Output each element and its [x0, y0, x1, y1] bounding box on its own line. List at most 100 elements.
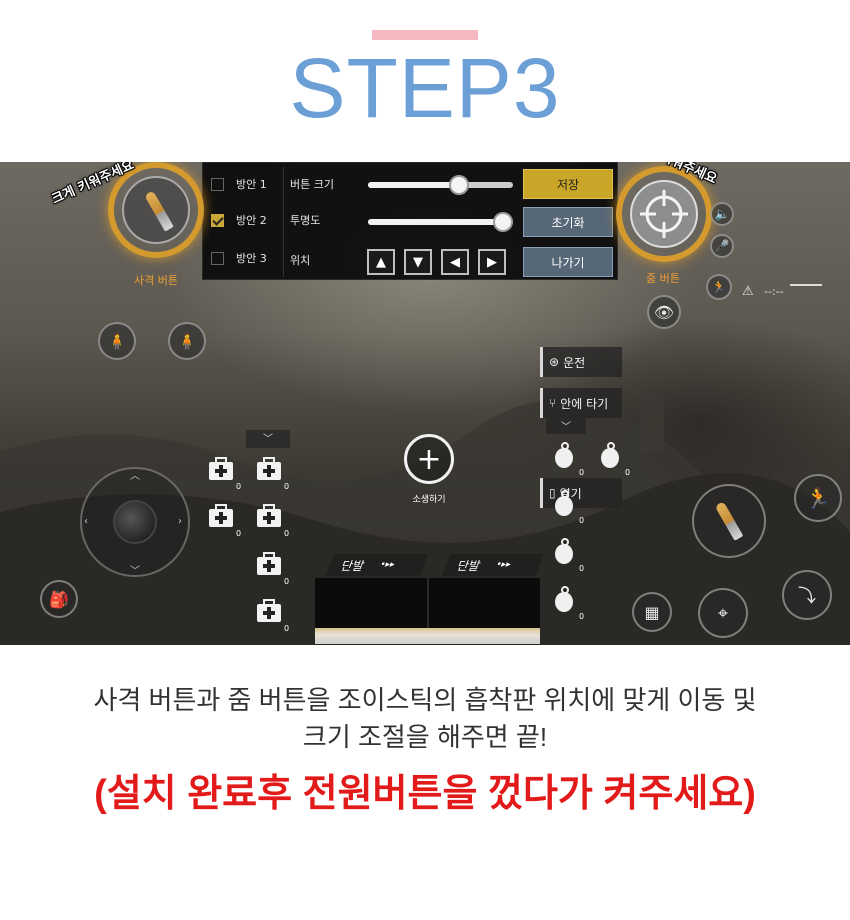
- bullet-icon: [144, 190, 174, 232]
- grenade-icon[interactable]: [597, 442, 623, 470]
- scheme-2-checkbox[interactable]: [211, 213, 224, 227]
- drive-action[interactable]: ⊛ 운전: [540, 347, 622, 377]
- weapon-slot-bar: [315, 628, 540, 644]
- right-fire-button[interactable]: [692, 484, 766, 558]
- scheme-row-2[interactable]: 방안 2: [211, 208, 267, 232]
- grenade-count: 0: [579, 564, 585, 573]
- grenade-count: 0: [579, 516, 585, 525]
- scheme-1-label: 방안 1: [236, 178, 267, 191]
- status-line: [790, 284, 822, 286]
- move-left-button[interactable]: ◀: [441, 249, 469, 275]
- enter-vehicle-action[interactable]: ⑂ 안에 타기: [540, 388, 622, 418]
- open-door-action[interactable]: ▯ 열기: [540, 478, 622, 508]
- enter-vehicle-label: 안에 타기: [560, 396, 609, 411]
- grenade-icon[interactable]: [551, 538, 577, 566]
- step-title: STEP3: [289, 41, 561, 135]
- medkit-icon[interactable]: [201, 499, 239, 535]
- button-size-slider-fill: [368, 182, 460, 188]
- move-up-button[interactable]: ▲: [367, 249, 395, 275]
- position-label: 위치: [290, 254, 311, 267]
- medkit-count: 0: [284, 577, 290, 586]
- seat-icon: ⑂: [549, 396, 557, 410]
- joystick-knob[interactable]: [113, 500, 157, 544]
- drive-action-label: 운전: [563, 355, 586, 370]
- scheme-3-checkbox[interactable]: [211, 251, 224, 265]
- save-button[interactable]: 저장: [523, 169, 613, 199]
- opacity-label: 투명도: [290, 214, 321, 227]
- medkit-icon[interactable]: [249, 499, 287, 535]
- zoom-button-label: 줌 버튼: [646, 272, 680, 285]
- weapon-slot-right[interactable]: [429, 578, 540, 628]
- medkit-count: 0: [284, 482, 290, 491]
- grenade-count: 0: [625, 468, 631, 477]
- fire-button[interactable]: [108, 162, 204, 258]
- move-right-button[interactable]: ▶: [478, 249, 506, 275]
- bullet-icon: [714, 501, 744, 541]
- opacity-slider[interactable]: [368, 212, 513, 232]
- medkit-expand-chevron-icon[interactable]: ﹀: [246, 430, 290, 448]
- speaker-icon[interactable]: 🔈: [710, 202, 734, 226]
- medkit-icon[interactable]: [249, 452, 287, 488]
- button-size-slider[interactable]: [368, 175, 513, 195]
- movement-joystick[interactable]: [80, 467, 190, 577]
- medkit-icon[interactable]: [249, 547, 287, 583]
- button-size-label: 버튼 크기: [290, 178, 334, 191]
- fire-mode-right[interactable]: 단발 •▸▸: [441, 554, 545, 576]
- prone-icon[interactable]: ⤵: [782, 570, 832, 620]
- fire-button-label: 사격 버튼: [134, 274, 178, 287]
- exit-button[interactable]: 나가기: [523, 247, 613, 277]
- opacity-slider-fill: [368, 219, 503, 225]
- eye-icon[interactable]: 👁: [647, 295, 681, 329]
- warning-icon: ⚠: [742, 284, 754, 299]
- scheme-row-1[interactable]: 방안 1: [211, 172, 267, 196]
- grenade-expand-chevron-icon[interactable]: ﹀: [546, 418, 586, 434]
- bullet-arrow-icon: •▸▸: [378, 560, 397, 570]
- bullet-arrow-icon: •▸▸: [494, 560, 513, 570]
- grenade-icon[interactable]: [551, 442, 577, 470]
- medkit-count: 0: [284, 624, 290, 633]
- fire-mode-left-label: 단발: [339, 558, 367, 573]
- caption-line-2: 크기 조절을 해주면 끝!: [302, 722, 548, 752]
- microphone-icon[interactable]: 🎤: [710, 234, 734, 258]
- joystick-down-chevron-icon: ﹀: [130, 566, 140, 577]
- lean-right-icon[interactable]: 🧍: [168, 322, 206, 360]
- opacity-slider-knob[interactable]: [492, 212, 513, 232]
- zoom-button-inner: [630, 180, 698, 248]
- zoom-button[interactable]: [616, 166, 712, 262]
- backpack-icon[interactable]: 🎒: [40, 580, 78, 618]
- medkit-count: 0: [236, 482, 242, 491]
- revive-plus-icon[interactable]: +: [404, 434, 454, 484]
- medkit-count: 0: [236, 529, 242, 538]
- medkit-icon[interactable]: [201, 452, 239, 488]
- revive-label: 소생하기: [412, 495, 446, 505]
- medkit-icon[interactable]: [249, 594, 287, 630]
- grenade-count: 0: [579, 612, 585, 621]
- joystick-up-chevron-icon: ︿: [130, 471, 140, 482]
- button-size-slider-knob[interactable]: [449, 175, 470, 195]
- fire-mode-left[interactable]: 단발 •▸▸: [325, 554, 429, 576]
- restart-warning: (설치 완료후 전원버튼을 껐다가 켜주세요): [94, 773, 756, 815]
- reload-icon[interactable]: ▦: [632, 592, 672, 632]
- grenade-icon[interactable]: [551, 490, 577, 518]
- steering-wheel-icon: ⊛: [549, 355, 560, 369]
- reset-button[interactable]: 초기화: [523, 207, 613, 237]
- move-down-button[interactable]: ▼: [404, 249, 432, 275]
- scheme-3-label: 방안 3: [236, 252, 267, 265]
- crouch-icon[interactable]: 🏃: [794, 474, 842, 522]
- scheme-2-label: 방안 2: [236, 214, 267, 227]
- crosshair-icon: [640, 190, 688, 238]
- weapon-slot-left[interactable]: [315, 578, 427, 628]
- joystick-right-chevron-icon: ›: [178, 516, 182, 527]
- door-icon: ▯: [549, 486, 556, 500]
- scheme-row-3[interactable]: 방안 3: [211, 246, 267, 270]
- scheme-1-checkbox[interactable]: [211, 177, 224, 191]
- joystick-left-chevron-icon: ‹: [84, 516, 88, 527]
- sprint-icon[interactable]: 🏃: [706, 274, 732, 300]
- fire-mode-right-label: 단발: [455, 558, 483, 573]
- grenade-icon[interactable]: [551, 586, 577, 614]
- aim-stance-icon[interactable]: ⌖: [698, 588, 748, 638]
- fire-button-inner: [122, 176, 190, 244]
- game-screenshot: 방안 1 방안 2 방안 3 버튼 크기 투명도 위치 ▲ ▼ ◀ ▶ 저장 초…: [0, 162, 850, 645]
- lean-left-icon[interactable]: 🧍: [98, 322, 136, 360]
- control-settings-panel: 방안 1 방안 2 방안 3 버튼 크기 투명도 위치 ▲ ▼ ◀ ▶ 저장 초…: [202, 162, 618, 280]
